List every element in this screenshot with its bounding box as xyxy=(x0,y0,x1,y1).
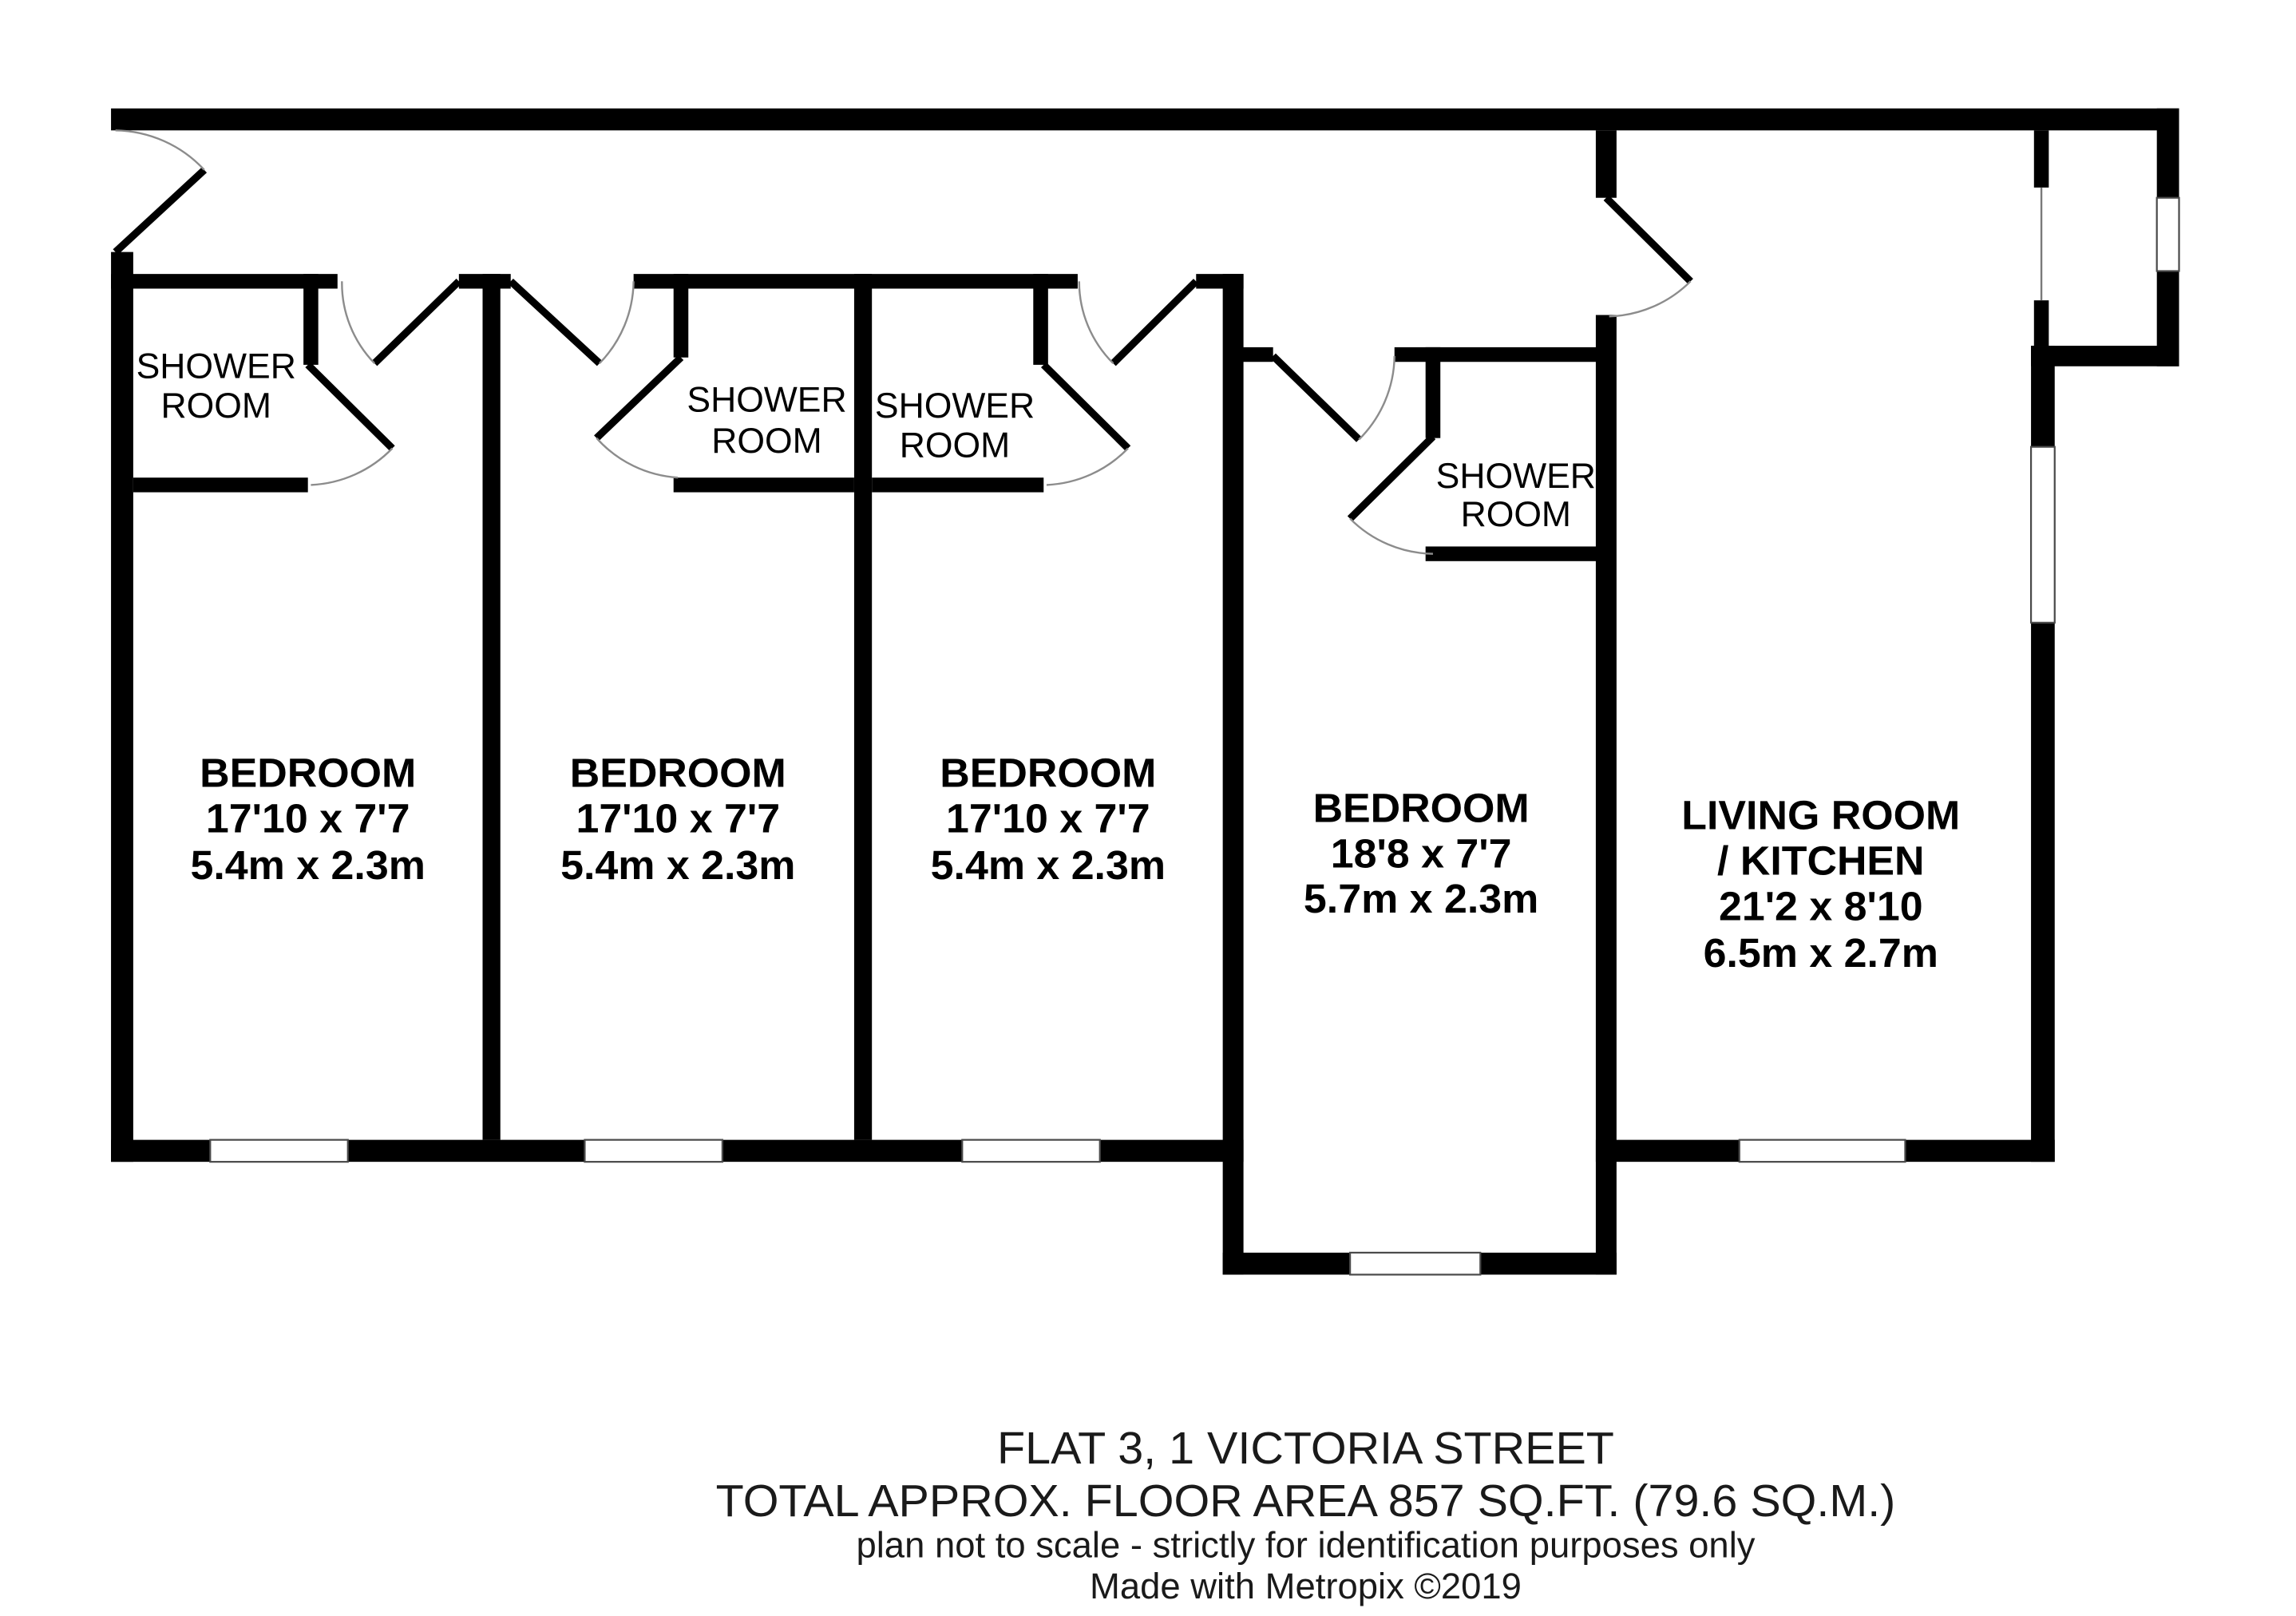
corner-stub-lower xyxy=(2033,300,2049,347)
bedroom-3-size-imperial: 17'10 x 7'7 xyxy=(946,795,1150,842)
bedroom-1-size-imperial: 17'10 x 7'7 xyxy=(206,795,410,842)
living-room-size-metric: 6.5m x 2.7m xyxy=(1704,929,1938,976)
door-swing-arc-bedroom-4 xyxy=(1358,355,1395,441)
door-leaf-bedroom-4 xyxy=(1270,353,1362,442)
shower-room-2-label-line-1: SHOWER xyxy=(687,381,846,420)
footer-property-title: FLAT 3, 1 VICTORIA STREET xyxy=(997,1423,1614,1474)
shower-room-3-label-line-1: SHOWER xyxy=(875,386,1035,426)
window-living-bottom xyxy=(1738,1139,1906,1163)
bedroom4-wall-top-right xyxy=(1394,347,1599,362)
footer-disclaimer: plan not to scale - strictly for identif… xyxy=(856,1525,1755,1566)
bedroom4-wall-left xyxy=(1222,274,1244,1275)
windows xyxy=(209,187,2180,1276)
shower2-wall-side xyxy=(673,274,689,358)
window-bedroom-1 xyxy=(209,1139,349,1163)
door-leaf-entrance xyxy=(113,167,208,255)
shower-room-labels: SHOWER ROOM SHOWER ROOM SHOWER ROOM SHOW… xyxy=(137,347,1596,534)
door-swing-arc-shower-4 xyxy=(1349,517,1433,555)
outer-wall-top xyxy=(111,108,2179,131)
bedroom-3-size-metric: 5.4m x 2.3m xyxy=(931,842,1166,888)
living-room-size-imperial: 21'2 x 8'10 xyxy=(1719,883,1923,929)
doors xyxy=(113,129,1693,555)
door-leaf-bedroom-2 xyxy=(508,278,603,366)
living-door-wall-stub xyxy=(1595,130,1617,198)
shower1-wall-side xyxy=(303,274,319,365)
shower-room-1-label-line-2: ROOM xyxy=(161,386,271,426)
window-bedroom-4 xyxy=(1348,1251,1482,1276)
window-bedroom-2 xyxy=(584,1139,724,1163)
bedroom-2-name: BEDROOM xyxy=(570,750,786,796)
bedroom-divider-1 xyxy=(482,274,501,1140)
bedroom-1-name: BEDROOM xyxy=(200,750,416,796)
door-swing-arc-shower-3 xyxy=(1046,447,1129,486)
footer-floor-area: TOTAL APPROX. FLOOR AREA 857 SQ.FT. (79.… xyxy=(716,1475,1896,1527)
door-swing-arc-bedroom-1 xyxy=(341,281,376,364)
corridor-wall-4 xyxy=(1196,274,1244,289)
corner-stub-upper xyxy=(2033,130,2049,188)
corner-wall-horizontal xyxy=(2031,346,2179,366)
door-swing-arc-shower-2 xyxy=(596,437,679,479)
bedroom-4-name: BEDROOM xyxy=(1313,785,1530,831)
corridor-wall-1 xyxy=(111,274,338,289)
bedroom-2-size-imperial: 17'10 x 7'7 xyxy=(576,795,780,842)
window-living-right xyxy=(2029,446,2056,624)
shower2-wall-bottom xyxy=(673,477,854,493)
shower-room-4-label-line-1: SHOWER xyxy=(1436,457,1596,496)
bedroom-4-size-imperial: 18'8 x 7'7 xyxy=(1331,830,1512,877)
door-leaf-bedroom-1 xyxy=(371,279,462,366)
shower-room-4-label-line-2: ROOM xyxy=(1461,495,1571,534)
door-leaf-living-room xyxy=(1603,195,1693,284)
window-bedroom-3 xyxy=(961,1139,1101,1163)
door-swing-arc-bedroom-2 xyxy=(599,281,635,364)
shower3-wall-side xyxy=(1033,274,1048,365)
shower-room-2-label-line-2: ROOM xyxy=(711,422,821,461)
footer: FLAT 3, 1 VICTORIA STREET TOTAL APPROX. … xyxy=(716,1423,1896,1606)
bedroom-2-size-metric: 5.4m x 2.3m xyxy=(560,842,795,888)
door-leaf-shower-1 xyxy=(305,362,395,451)
bedroom-4-size-metric: 5.7m x 2.3m xyxy=(1304,875,1538,921)
outer-wall-left xyxy=(111,252,133,1162)
shower4-wall-side xyxy=(1425,347,1441,438)
footer-credit: Made with Metropix ©2019 xyxy=(1090,1566,1522,1606)
shower4-wall-bottom xyxy=(1425,546,1599,561)
door-leaf-shower-3 xyxy=(1040,362,1131,451)
bedroom-1-size-metric: 5.4m x 2.3m xyxy=(191,842,426,888)
door-leaf-shower-4 xyxy=(1347,434,1436,521)
door-swing-arc-bedroom-3 xyxy=(1078,281,1114,364)
door-swing-arc-living-room xyxy=(1609,280,1692,318)
bedroom4-wall-right xyxy=(1595,315,1617,1275)
bedroom-3-name: BEDROOM xyxy=(940,750,1156,796)
bedroom4-wall-top-left xyxy=(1240,347,1273,362)
shower3-wall-bottom xyxy=(872,477,1044,493)
shower1-wall-bottom xyxy=(133,477,308,493)
living-room-name-line-1: LIVING ROOM xyxy=(1681,792,1960,838)
door-swing-arc-entrance xyxy=(115,129,205,171)
shower-room-1-label-line-1: SHOWER xyxy=(137,347,296,386)
window-corner xyxy=(2155,196,2180,272)
door-leaf-shower-2 xyxy=(594,354,684,441)
shower-room-3-label-line-2: ROOM xyxy=(900,426,1010,465)
room-labels: BEDROOM 17'10 x 7'7 5.4m x 2.3m BEDROOM … xyxy=(191,750,1961,976)
living-room-name-line-2: / KITCHEN xyxy=(1717,838,1925,884)
bedroom-divider-2 xyxy=(853,274,873,1140)
door-leaf-bedroom-3 xyxy=(1110,279,1199,366)
door-swing-arc-shower-1 xyxy=(311,447,394,486)
